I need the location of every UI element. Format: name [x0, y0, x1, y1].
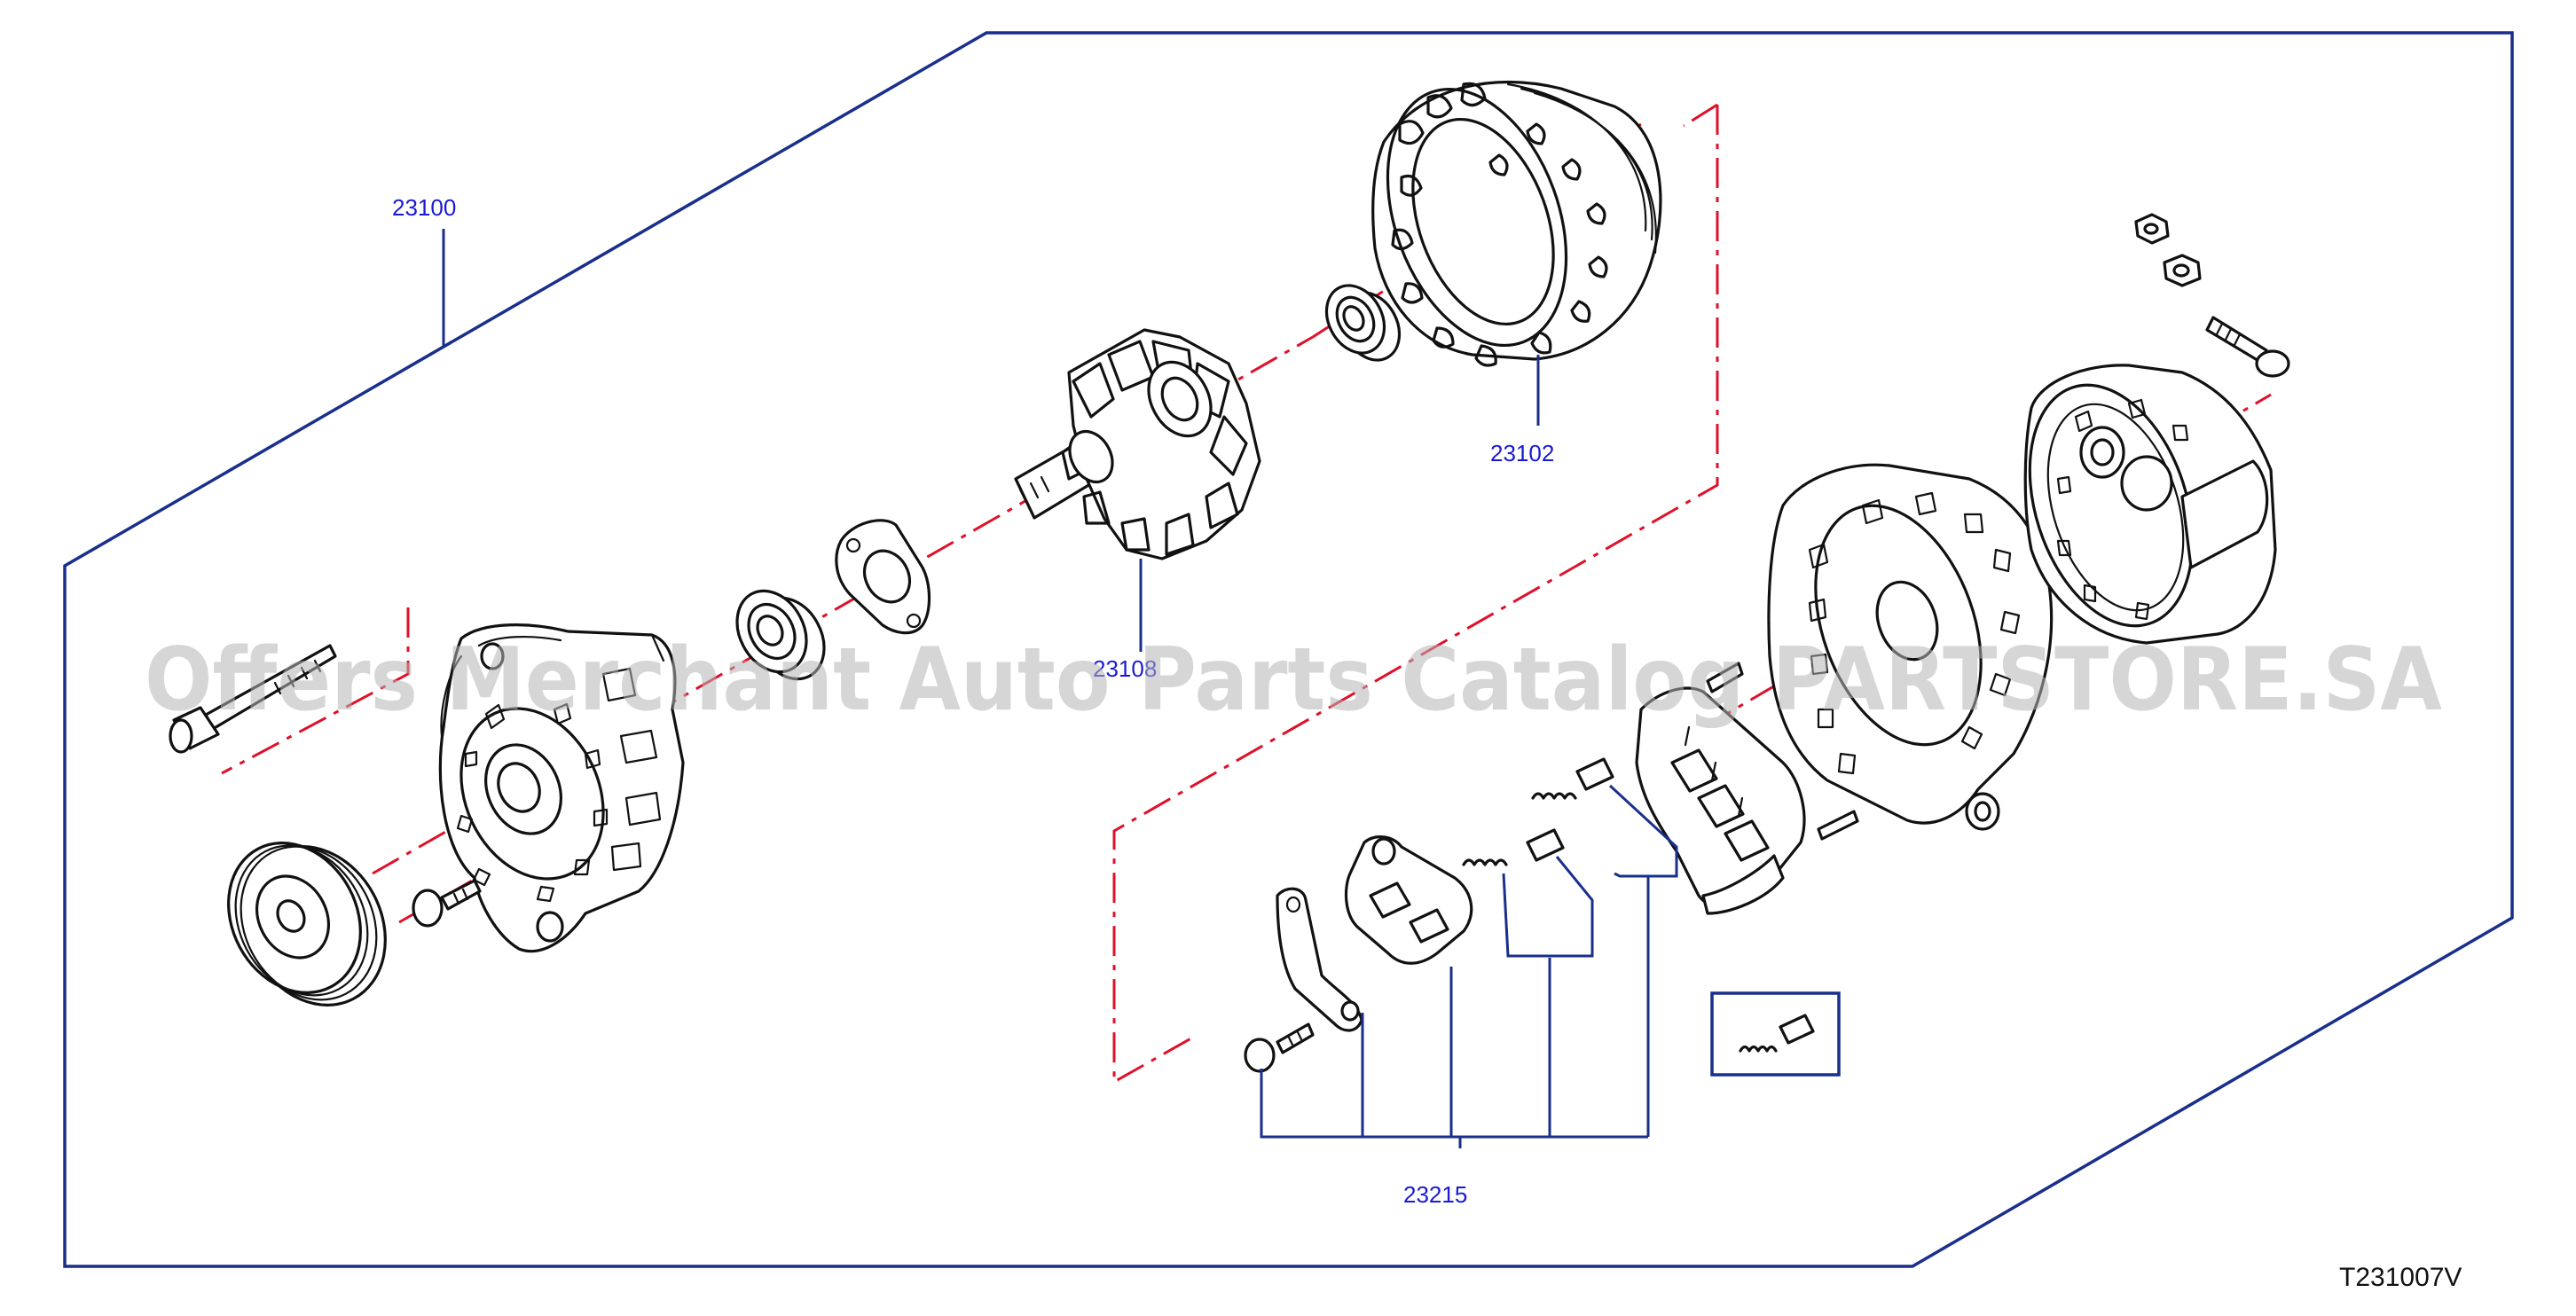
rotor-part-label[interactable]: 23108: [1093, 655, 1157, 682]
stator-part-label[interactable]: 23102: [1490, 440, 1554, 466]
front-screw: [412, 879, 482, 928]
stator: [1371, 80, 1662, 367]
front-housing: [438, 623, 685, 953]
figure-code: T231007V: [2339, 1263, 2462, 1292]
watermark-text: Offers Merchant Auto Parts Catalog PARTS…: [145, 630, 2442, 731]
rotor: [1014, 328, 1261, 560]
through-bolt: [169, 644, 337, 754]
brush-kit-part-label[interactable]: 23215: [1403, 1181, 1467, 1208]
front-bearing: [735, 589, 826, 681]
leader-lines: [442, 229, 1678, 1148]
brush-spring-inset: [1710, 991, 1841, 1077]
assembly-part-label[interactable]: 23100: [392, 194, 456, 221]
assembly-frame: [63, 31, 2514, 1268]
brush-holder: [1635, 662, 1859, 915]
pulley: [227, 842, 387, 1007]
rear-bearing: [1324, 284, 1402, 362]
retainer-plate: [835, 519, 931, 635]
rear-cover: [2023, 364, 2277, 645]
rear-housing: [1767, 463, 2054, 831]
brush-kit-parts: [1244, 757, 1614, 1073]
terminal-bolt: [2134, 213, 2290, 378]
